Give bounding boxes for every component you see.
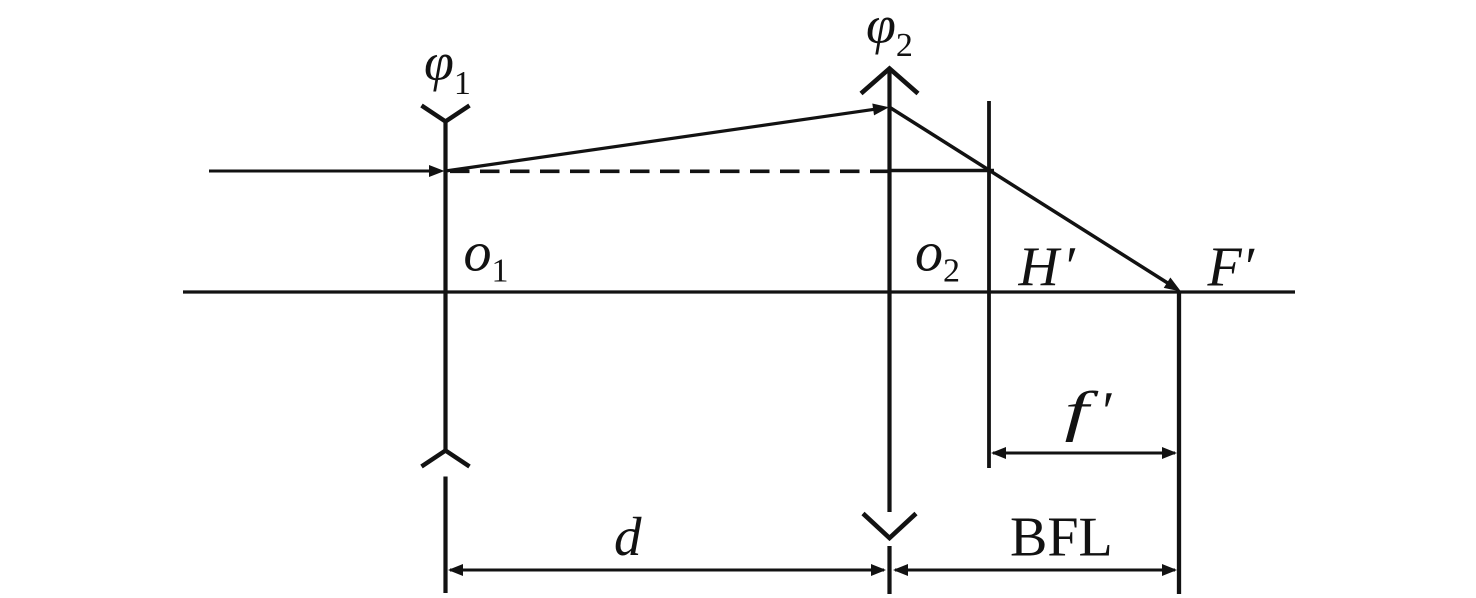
svg-text:′: ′ [1099, 381, 1112, 443]
svg-text:o1: o1 [464, 222, 509, 290]
svg-text:φ2: φ2 [866, 0, 913, 64]
svg-text:F′: F′ [1207, 237, 1255, 299]
svg-text:o2: o2 [915, 222, 960, 290]
svg-text:H′: H′ [1018, 236, 1076, 298]
svg-text:d: d [614, 506, 642, 567]
svg-text:f: f [1065, 381, 1100, 443]
svg-text:φ1: φ1 [424, 32, 471, 102]
svg-text:BFL: BFL [1010, 507, 1113, 569]
